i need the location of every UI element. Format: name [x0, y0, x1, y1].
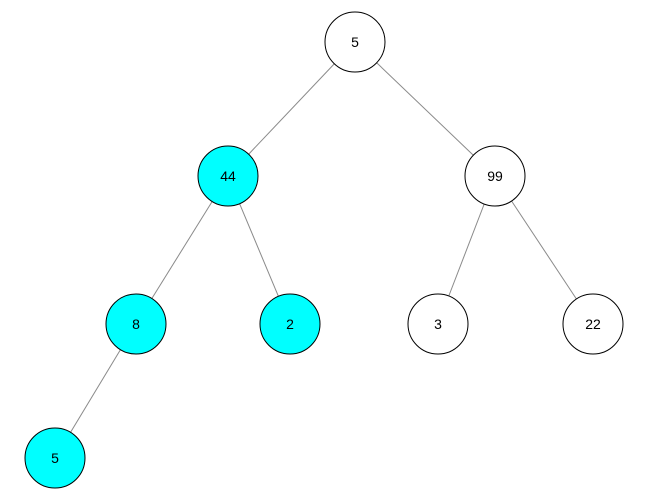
- node-circle: [324, 11, 386, 73]
- tree-edge: [511, 200, 577, 300]
- node-label: 5: [51, 450, 59, 466]
- tree-edge: [376, 62, 474, 156]
- tree-node: 2: [259, 293, 321, 355]
- node-circle: [562, 293, 624, 355]
- node-label: 44: [220, 168, 236, 184]
- highlighted-node-circle: [24, 427, 86, 489]
- tree-node: 8: [105, 293, 167, 355]
- highlighted-node-circle: [197, 145, 259, 207]
- tree-node: 5: [324, 11, 386, 73]
- tree-edges: [70, 62, 577, 433]
- tree-edge: [151, 201, 213, 299]
- tree-edge: [70, 349, 121, 433]
- tree-nodes: 5 44 99 8 2 3 22 5: [24, 11, 624, 489]
- tree-edge: [248, 63, 335, 155]
- tree-node: 22: [562, 293, 624, 355]
- node-label: 2: [286, 316, 294, 332]
- tree-node: 5: [24, 427, 86, 489]
- tree-node: 44: [197, 145, 259, 207]
- node-circle: [464, 145, 526, 207]
- tree-edge: [448, 203, 485, 297]
- tree-edge: [239, 203, 279, 297]
- node-label: 22: [585, 316, 601, 332]
- highlighted-node-circle: [259, 293, 321, 355]
- node-label: 3: [434, 316, 442, 332]
- node-label: 5: [351, 34, 359, 50]
- tree-node: 3: [407, 293, 469, 355]
- node-label: 99: [487, 168, 503, 184]
- highlighted-node-circle: [105, 293, 167, 355]
- tree-node: 99: [464, 145, 526, 207]
- node-label: 8: [132, 316, 140, 332]
- node-circle: [407, 293, 469, 355]
